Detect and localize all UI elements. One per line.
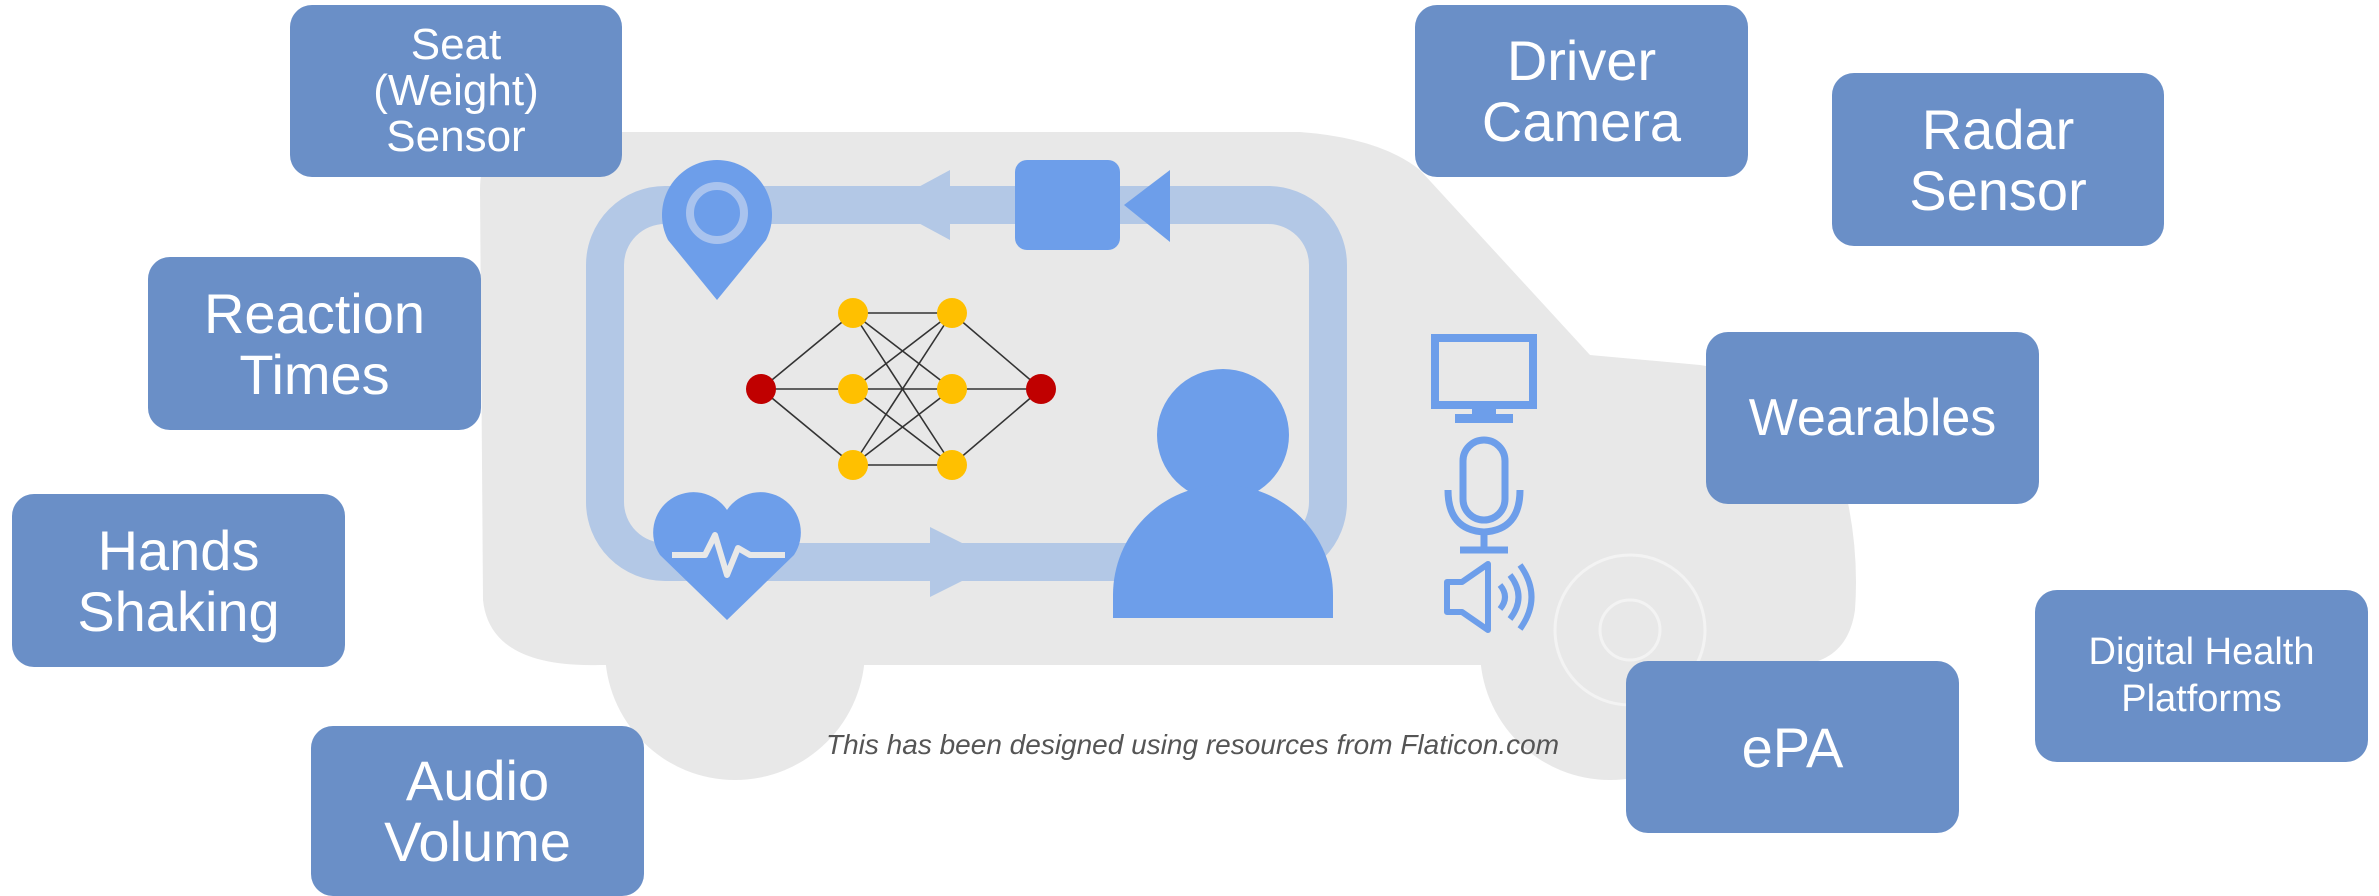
- wearables-label: Wearables: [1748, 389, 1997, 447]
- reaction-times-box: Reaction Times: [148, 257, 481, 430]
- nn-edge: [760, 312, 854, 390]
- nn-hidden-node: [838, 374, 868, 404]
- seat-weight-sensor-box: Seat (Weight) Sensor: [290, 5, 622, 177]
- location-pin-icon: [662, 160, 773, 300]
- monitor-icon: [1431, 334, 1537, 423]
- hands-shaking-box: Hands Shaking: [12, 494, 345, 667]
- epa-label: ePA: [1741, 715, 1844, 779]
- epa-box: ePA: [1626, 661, 1959, 833]
- nn-output-node: [1026, 374, 1056, 404]
- nn-edge: [951, 312, 1042, 390]
- heart-pulse-icon: [653, 492, 801, 620]
- nn-edge: [760, 388, 854, 466]
- digital-health-platforms-box: Digital Health Platforms: [2035, 590, 2368, 762]
- person-icon: [1113, 369, 1333, 618]
- audio-volume-label: Audio Volume: [384, 749, 571, 873]
- wearables-box: Wearables: [1706, 332, 2039, 504]
- nn-hidden-node: [937, 450, 967, 480]
- seat-weight-sensor-label: Seat (Weight) Sensor: [373, 20, 539, 161]
- neural-network-icon: [746, 298, 1056, 480]
- nn-hidden-node: [937, 298, 967, 328]
- flaticon-credit: This has been designed using resources f…: [826, 729, 1560, 760]
- hands-shaking-label: Hands Shaking: [77, 518, 280, 643]
- nn-hidden-node: [838, 450, 868, 480]
- speaker-icon: [1444, 561, 1535, 633]
- nn-edge: [852, 388, 953, 466]
- microphone-icon: [1444, 436, 1524, 554]
- nn-edge: [852, 312, 953, 390]
- nn-edge: [951, 388, 1042, 466]
- driver-camera-box: Driver Camera: [1415, 5, 1748, 177]
- nn-hidden-node: [838, 298, 868, 328]
- loop-arrow-icon: [586, 170, 1347, 597]
- nn-edge: [852, 312, 953, 466]
- radar-sensor-box: Radar Sensor: [1832, 73, 2164, 246]
- nn-input-node: [746, 374, 776, 404]
- video-camera-icon: [1015, 160, 1170, 250]
- radar-sensor-label: Radar Sensor: [1909, 97, 2087, 222]
- reaction-times-label: Reaction Times: [203, 281, 426, 406]
- audio-volume-box: Audio Volume: [311, 726, 644, 896]
- driver-camera-label: Driver Camera: [1481, 29, 1682, 153]
- nn-hidden-node: [937, 374, 967, 404]
- digital-health-platforms-label: Digital Health Platforms: [2088, 631, 2315, 720]
